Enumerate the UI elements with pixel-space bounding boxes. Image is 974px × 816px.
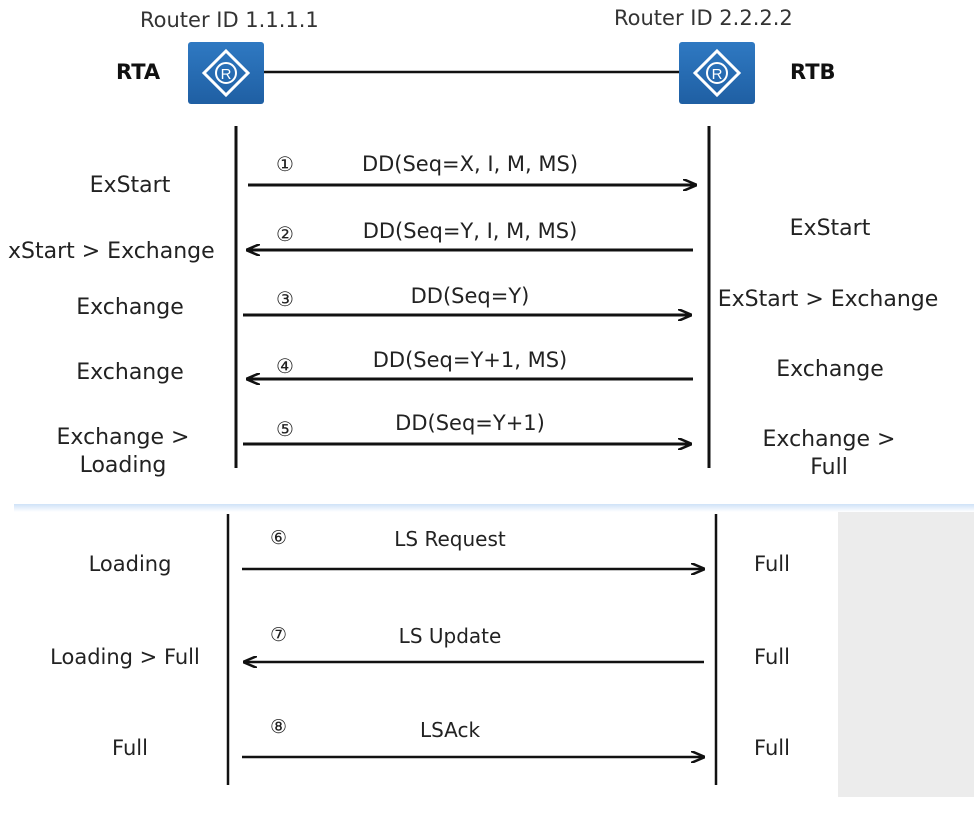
rta-router-icon: R [188,42,264,104]
step-8-message: LSAck [419,718,481,742]
panel-bottom-strip [14,797,974,816]
step-3-number: ③ [276,287,294,311]
step-7-rta-state: Loading > Full [50,645,200,669]
step-3-message: DD(Seq=Y) [410,284,530,308]
bottom-panel [14,507,838,797]
step-7-message: LS Update [398,624,502,648]
step-1-rta-state: ExStart [89,173,171,198]
step-2-rtb-state: ExStart [789,216,871,241]
step-1-message: DD(Seq=X, I, M, MS) [361,152,579,176]
step-6-rtb-state: Full [754,552,790,576]
step-4-number: ④ [276,354,294,378]
step-3-rtb-state: ExStart > Exchange [717,287,939,312]
step-3-rta-state: Exchange [76,295,184,320]
svg-text:R: R [221,66,232,83]
step-5-rta-state-line2: Loading [79,453,167,478]
gray-side-panel [838,507,974,797]
step-8-number: ⑧ [270,716,288,738]
step-2-rta-state: xStart > Exchange [8,239,215,264]
step-8-rta-state: Full [112,736,148,760]
step-4-rtb-state: Exchange [776,357,884,382]
rtb-router-icon: R [679,42,755,104]
step-5-rtb-state-line1: Exchange > [762,427,896,452]
step-5-rta-state-line1: Exchange > [56,425,190,450]
step-4-message: DD(Seq=Y+1, MS) [372,348,568,372]
step-5-rtb-state-line2: Full [810,455,848,480]
rta-name: RTA [116,60,161,84]
rta-router-id: Router ID 1.1.1.1 [140,8,319,32]
panel-top-edge [14,504,974,512]
step-1-number: ① [276,152,294,176]
step-5-number: ⑤ [276,417,294,441]
rtb-name: RTB [790,60,836,84]
step-6-message: LS Request [394,527,506,551]
step-2-message: DD(Seq=Y, I, M, MS) [362,219,578,243]
step-6-number: ⑥ [270,527,288,549]
step-7-number: ⑦ [270,624,288,646]
step-2-number: ② [276,222,294,246]
step-4-rta-state: Exchange [76,360,184,385]
step-7-rtb-state: Full [754,645,790,669]
step-6-rta-state: Loading [88,552,172,576]
rtb-router-id: Router ID 2.2.2.2 [614,6,793,30]
svg-text:R: R [712,66,723,83]
step-5-message: DD(Seq=Y+1) [395,411,545,435]
step-8-rtb-state: Full [754,736,790,760]
